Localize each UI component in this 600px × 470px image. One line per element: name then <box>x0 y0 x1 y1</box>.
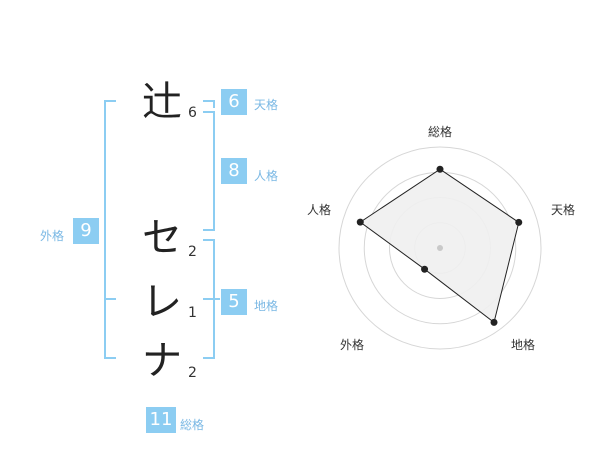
stroke-count-1: 6 <box>188 105 197 121</box>
radar-point-2 <box>515 218 523 226</box>
name-char-4: ナ <box>142 338 182 384</box>
jinkaku-bracket <box>203 111 215 231</box>
radar-ring-4 <box>338 146 542 350</box>
radar-axis-label-tenkaku: 天格 <box>551 203 576 217</box>
soukaku-badge: 11 <box>146 407 176 433</box>
radar-center-dot <box>437 245 443 251</box>
jinkaku-badge: 8 <box>221 158 247 184</box>
radar-axis-label-gaikaku: 外格 <box>340 338 365 352</box>
stroke-count-4: 2 <box>188 365 197 381</box>
gaikaku-bracket <box>104 100 116 359</box>
radar-point-4 <box>421 265 429 273</box>
radar-axis-label-chikaku: 地格 <box>511 338 536 352</box>
radar-point-3 <box>490 318 498 326</box>
radar-axis-label-jinkaku: 人格 <box>307 203 332 217</box>
tenkaku-bracket <box>203 100 215 108</box>
radar-points <box>356 165 523 326</box>
tenkaku-badge: 6 <box>221 89 247 115</box>
tenkaku-label: 天格 <box>254 98 279 112</box>
stroke-count-3: 1 <box>188 305 197 321</box>
name-char-1: 辻 <box>142 79 182 125</box>
radar-axis-label-soukaku: 総格 <box>428 125 453 139</box>
gaikaku-badge: 9 <box>73 218 99 244</box>
name-char-3: レ <box>142 279 182 325</box>
soukaku-label: 総格 <box>180 418 205 432</box>
chikaku-badge: 5 <box>221 289 247 315</box>
radar-point-5 <box>356 218 364 226</box>
jinkaku-label: 人格 <box>254 169 279 183</box>
gaikaku-label: 外格 <box>40 229 65 243</box>
name-char-2: セ <box>142 215 182 261</box>
radar-point-1 <box>436 165 444 173</box>
chikaku-label: 地格 <box>254 299 279 313</box>
stroke-count-2: 2 <box>188 244 197 260</box>
